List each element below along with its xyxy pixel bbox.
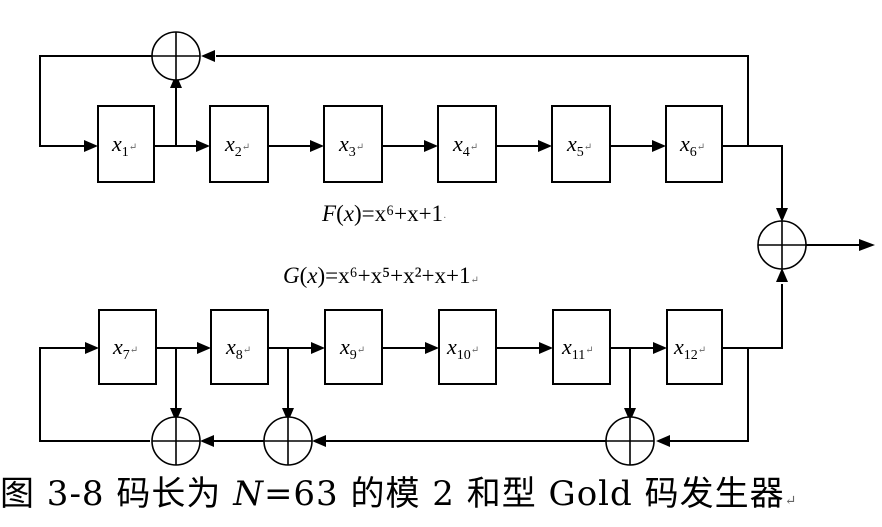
svg-text:x2↵: x2↵ [224, 131, 250, 160]
register-x6: x6↵ [665, 105, 723, 183]
xor-gate-top [151, 31, 201, 81]
figure-caption: 图 3-8 码长为 N=63 的模 2 和型 Gold 码发生器↵ [0, 468, 882, 520]
svg-text:x5↵: x5↵ [566, 131, 592, 160]
caption-prefix: 图 3-8 码长为 [0, 474, 234, 514]
caption-suffix: =63 的模 2 和型 Gold 码发生器 [263, 474, 785, 514]
svg-text:x6↵: x6↵ [679, 131, 705, 160]
bottom-wires [39, 239, 875, 447]
register-x7: x7↵ [98, 309, 157, 385]
equation-f: F(x)=x⁶+x+1· [321, 201, 446, 226]
xor-gate-output [757, 220, 807, 270]
xor-gate-bottom-1 [151, 416, 201, 466]
equation-g: G(x)=x⁶+x⁵+x²+x+1↵ [283, 263, 479, 288]
svg-text:x8↵: x8↵ [225, 334, 251, 363]
register-x5: x5↵ [551, 105, 611, 183]
register-x1: x1↵ [97, 105, 155, 183]
svg-text:x3↵: x3↵ [338, 131, 364, 160]
svg-text:x11↵: x11↵ [561, 334, 594, 363]
xor-gate-bottom-2 [263, 416, 313, 466]
register-x11: x11↵ [552, 309, 611, 385]
svg-text:x10↵: x10↵ [446, 334, 479, 363]
caption-n-variable: N [233, 474, 264, 514]
caption-para-mark: ↵ [784, 493, 798, 509]
svg-text:x1↵: x1↵ [111, 131, 137, 160]
svg-text:x7↵: x7↵ [112, 334, 138, 363]
register-x3: x3↵ [323, 105, 383, 183]
register-x4: x4↵ [437, 105, 497, 183]
register-x9: x9↵ [324, 309, 383, 385]
svg-text:x4↵: x4↵ [452, 131, 478, 160]
register-x12: x12↵ [666, 309, 723, 385]
top-wires [39, 50, 788, 222]
register-x10: x10↵ [438, 309, 497, 385]
svg-text:x9↵: x9↵ [339, 334, 365, 363]
svg-text:x12↵: x12↵ [673, 334, 706, 363]
xor-gate-bottom-3 [605, 416, 655, 466]
register-x2: x2↵ [209, 105, 269, 183]
register-x8: x8↵ [210, 309, 269, 385]
